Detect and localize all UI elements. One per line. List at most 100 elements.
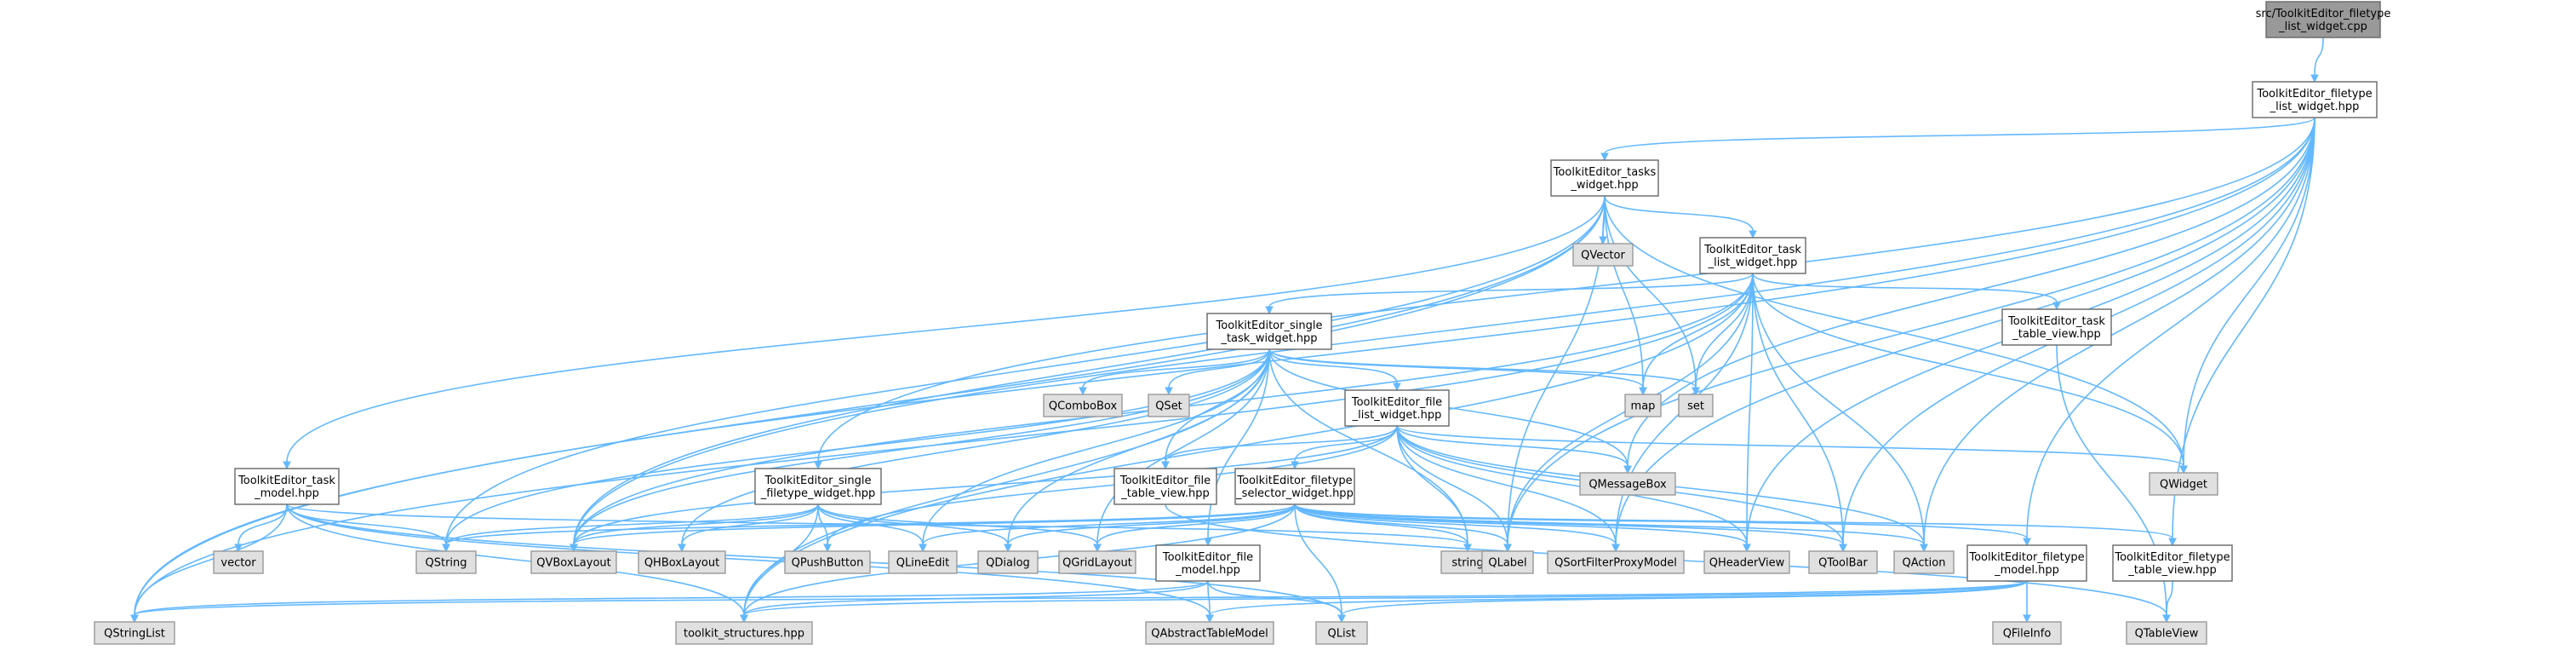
edge-src-to-ftlw xyxy=(2310,37,2324,83)
node-box xyxy=(1043,394,1123,417)
node-box xyxy=(784,550,871,574)
node-ttv[interactable]: ToolkitEditor_task_table_view.hpp xyxy=(2001,308,2112,346)
edge-line xyxy=(134,580,2028,616)
node-box xyxy=(213,550,264,574)
arrowhead-icon xyxy=(1205,614,1214,624)
node-label: ToolkitEditor_file xyxy=(1351,396,1442,409)
arrowhead-icon xyxy=(570,544,578,553)
edge-line xyxy=(573,348,1270,545)
node-label: _table_view.hpp xyxy=(1120,487,1210,500)
node-label: src/ToolkitEditor_filetype xyxy=(2256,8,2391,20)
arrowhead-icon xyxy=(919,544,927,553)
node-label: QGridLayout xyxy=(1062,557,1132,570)
node-box xyxy=(1808,550,1878,574)
edge-line xyxy=(238,503,288,545)
edge-stw-to-qvboxlayout xyxy=(570,348,1270,553)
node-label: ToolkitEditor_tasks xyxy=(1553,166,1657,179)
edge-tlw-to-qwidget xyxy=(1752,273,2188,475)
node-box xyxy=(638,550,726,574)
edge-stw-to-qcombobox xyxy=(1079,348,1270,396)
node-box xyxy=(1550,159,1659,197)
node-label: ToolkitEditor_filetype xyxy=(1236,475,1352,487)
edge-fsw-to-ftm xyxy=(1294,503,2031,547)
node-label: QFileInfo xyxy=(2003,628,2052,641)
node-ftlw[interactable]: ToolkitEditor_filetype_list_widget.hpp xyxy=(2252,81,2378,118)
arrowhead-icon xyxy=(2052,302,2061,311)
node-label: _model.hpp xyxy=(254,487,319,500)
node-stw[interactable]: ToolkitEditor_single_task_widget.hpp xyxy=(1206,313,1332,350)
node-ftm[interactable]: ToolkitEditor_filetype_model.hpp xyxy=(1966,544,2087,582)
edge-sftw-to-qdialog xyxy=(817,503,1012,553)
node-tlw[interactable]: ToolkitEditor_task_list_widget.hpp xyxy=(1699,237,1806,274)
edge-line xyxy=(2166,580,2173,616)
node-fm[interactable]: ToolkitEditor_file_model.hpp xyxy=(1155,544,1261,582)
node-sftw[interactable]: ToolkitEditor_single_filetype_widget.hpp xyxy=(754,468,882,505)
arrowhead-icon xyxy=(1623,465,1632,475)
edge-line xyxy=(1604,195,1754,232)
edge-line xyxy=(1604,195,1697,388)
node-fttv[interactable]: ToolkitEditor_filetype_table_view.hpp xyxy=(2112,544,2233,582)
edge-line xyxy=(1294,503,1925,545)
edge-line xyxy=(1923,117,2316,545)
arrowhead-icon xyxy=(1004,544,1012,553)
node-box xyxy=(675,621,813,645)
node-qset: QSet xyxy=(1148,394,1190,417)
arrowhead-icon xyxy=(2310,74,2319,83)
node-box xyxy=(415,550,477,574)
edge-line xyxy=(1604,117,2316,154)
node-tm[interactable]: ToolkitEditor_task_model.hpp xyxy=(234,468,340,505)
node-label: QComboBox xyxy=(1049,400,1118,413)
edge-line xyxy=(1168,348,1270,388)
arrowhead-icon xyxy=(823,544,832,553)
edge-line xyxy=(286,503,745,616)
arrowhead-icon xyxy=(1079,387,1087,396)
node-ftv[interactable]: ToolkitEditor_file_table_view.hpp xyxy=(1113,468,1217,505)
node-flw[interactable]: ToolkitEditor_file_list_widget.hpp xyxy=(1344,389,1450,427)
edge-ftm-to-qlist xyxy=(1337,580,2028,624)
node-layer: src/ToolkitEditor_filetype_list_widget.c… xyxy=(94,1,2391,645)
edge-line xyxy=(1604,195,2184,467)
node-box xyxy=(2265,1,2381,38)
node-label: ToolkitEditor_file xyxy=(1162,551,1253,564)
node-fsw[interactable]: ToolkitEditor_filetype_selector_widget.h… xyxy=(1234,468,1355,505)
edge-fm-to-qlist xyxy=(1207,580,1346,624)
edge-line xyxy=(1096,503,1296,545)
edge-line xyxy=(1268,348,1398,384)
edge-line xyxy=(1096,348,1270,545)
edge-flw-to-qmessagebox xyxy=(1396,425,1632,475)
edge-tw-to-set xyxy=(1604,195,1700,396)
node-label: QVBoxLayout xyxy=(536,557,610,570)
edge-line xyxy=(1396,425,2184,467)
edge-line xyxy=(681,503,819,545)
node-box xyxy=(1579,472,1676,496)
arrowhead-icon xyxy=(2023,538,2031,547)
node-label: _task_widget.hpp xyxy=(1220,332,1317,345)
edge-line xyxy=(445,348,1270,545)
arrowhead-icon xyxy=(2168,538,2177,547)
edge-tlw-to-set xyxy=(1692,273,1754,396)
node-label: ToolkitEditor_filetype xyxy=(2256,88,2372,101)
node-src[interactable]: src/ToolkitEditor_filetype_list_widget.c… xyxy=(2256,1,2391,38)
edge-line xyxy=(445,195,1606,545)
edge-line xyxy=(681,348,1270,545)
node-tw[interactable]: ToolkitEditor_tasks_widget.hpp xyxy=(1550,159,1659,197)
node-qpushbutton: QPushButton xyxy=(784,550,871,574)
edge-line xyxy=(573,503,1296,545)
node-label: QLabel xyxy=(1488,557,1526,570)
node-box xyxy=(2149,472,2218,496)
edge-line xyxy=(2314,37,2324,76)
node-set: set xyxy=(1678,394,1714,417)
node-label: set xyxy=(1687,400,1704,413)
arrowhead-icon xyxy=(1749,230,1757,239)
node-label: QSortFilterProxyModel xyxy=(1554,557,1677,570)
node-label: ToolkitEditor_task xyxy=(1703,244,1801,256)
node-qgridlayout: QGridLayout xyxy=(1058,550,1136,574)
arrowhead-icon xyxy=(130,614,139,624)
node-label: QTableView xyxy=(2135,628,2199,641)
arrowhead-icon xyxy=(442,544,450,553)
edge-line xyxy=(1396,425,1629,467)
edge-sftw-to-qlineedit xyxy=(817,503,927,553)
edge-line xyxy=(1507,117,2316,545)
node-label: QHeaderView xyxy=(1709,557,1785,570)
node-label: toolkit_structures.hpp xyxy=(684,628,804,641)
